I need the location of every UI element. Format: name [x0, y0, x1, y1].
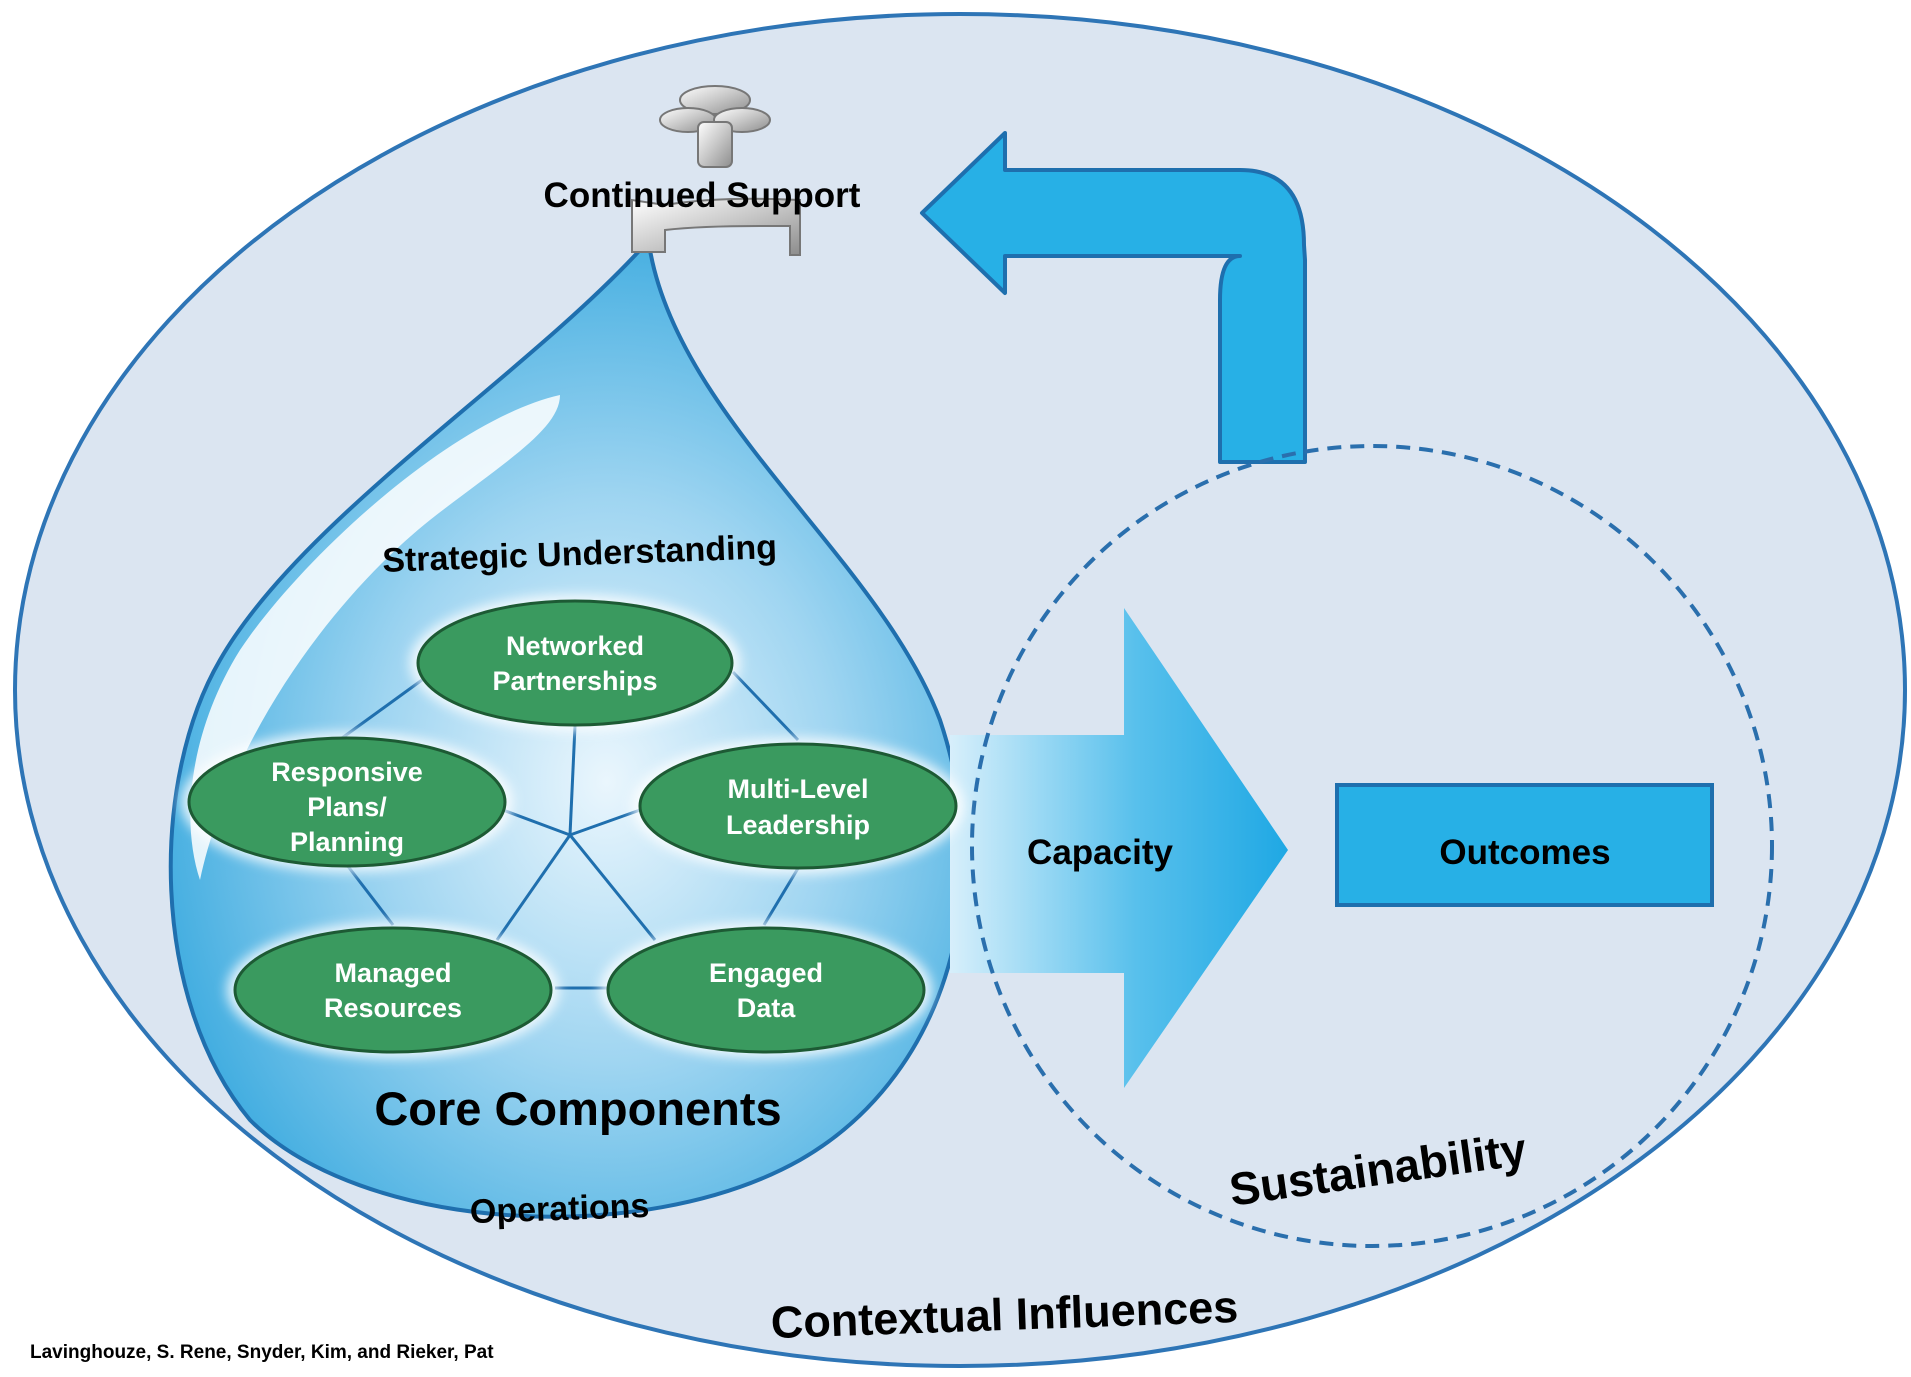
component-connectors: [341, 670, 802, 990]
node-label-line1: Managed: [334, 958, 451, 988]
feedback-arrow: [920, 131, 1307, 464]
node-label-line1: Engaged: [709, 958, 823, 988]
operations-label: Operations: [469, 1187, 650, 1231]
faucet-icon: [631, 85, 801, 256]
node-label-line1: Networked: [506, 631, 644, 661]
attribution-text: Lavinghouze, S. Rene, Snyder, Kim, and R…: [30, 1342, 494, 1363]
outcomes-label: Outcomes: [1439, 833, 1610, 872]
node-label-line1: Responsive: [271, 757, 423, 787]
node-label-line3: Planning: [290, 827, 404, 857]
node-label-line2: Data: [737, 993, 797, 1023]
node-label-line2: Plans/: [307, 792, 387, 822]
component-node-responsive-planning: Responsive Plans/ Planning: [181, 732, 513, 872]
capacity-arrow: [950, 608, 1288, 1088]
sustainability-circle: [970, 444, 1774, 1248]
core-components-title: Core Components: [374, 1082, 781, 1135]
component-node-managed-resources: Managed Resources: [227, 922, 559, 1058]
outcomes-box: [1335, 783, 1714, 907]
continued-support-label: Continued Support: [544, 176, 861, 215]
node-label-line2: Resources: [324, 993, 462, 1023]
node-label-line1: Multi-Level: [727, 774, 868, 804]
node-label-line2: Partnerships: [492, 666, 657, 696]
drop-highlight: [190, 395, 561, 880]
component-node-engaged-data: Engaged Data: [600, 922, 932, 1058]
capacity-label: Capacity: [1027, 833, 1173, 872]
node-label-line2: Leadership: [726, 810, 870, 840]
component-node-networked-partnerships: Networked Partnerships: [410, 595, 740, 731]
component-node-multi-level-leadership: Multi-Level Leadership: [632, 738, 964, 874]
